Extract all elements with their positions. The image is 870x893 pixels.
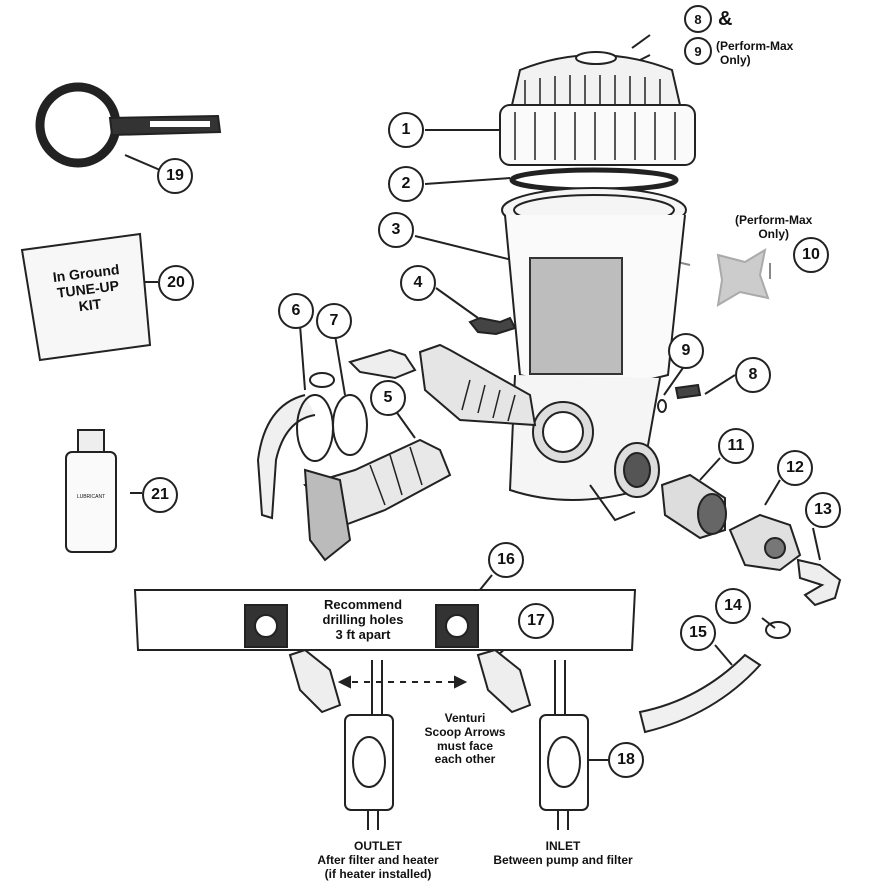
outlet-line2: After filter and heater bbox=[317, 852, 439, 867]
venturi-line2: Scoop Arrows bbox=[424, 724, 506, 739]
venturi-line3: must face bbox=[436, 738, 494, 753]
callout-8: 8 bbox=[735, 357, 771, 393]
top-note: (Perform-Max Only) bbox=[716, 39, 794, 68]
top-note-line1: (Perform-Max bbox=[716, 39, 794, 53]
callout-21: 21 bbox=[142, 477, 178, 513]
inlet-line1: INLET bbox=[545, 839, 581, 853]
callout-15: 15 bbox=[680, 615, 716, 651]
top-note-line2: Only) bbox=[720, 52, 751, 67]
callout-8-top: 8 bbox=[684, 5, 712, 33]
venturi-note: Venturi Scoop Arrows must face each othe… bbox=[410, 711, 520, 767]
callout-7: 7 bbox=[316, 303, 352, 339]
callout-6: 6 bbox=[278, 293, 314, 329]
venturi-line4: each other bbox=[434, 752, 496, 767]
callout-19: 19 bbox=[157, 158, 193, 194]
ampersand: & bbox=[718, 8, 733, 30]
inlet-line2: Between pump and filter bbox=[493, 852, 633, 867]
callout-10: 10 bbox=[793, 237, 829, 273]
callout-1: 1 bbox=[388, 112, 424, 148]
callout-2: 2 bbox=[388, 166, 424, 202]
callout-9: 9 bbox=[668, 333, 704, 369]
inlet-label: INLET Between pump and filter bbox=[478, 839, 648, 868]
recommend-line3: 3 ft apart bbox=[335, 626, 391, 642]
callout-20: 20 bbox=[158, 265, 194, 301]
venturi-line1: Venturi bbox=[444, 711, 486, 725]
callout-11: 11 bbox=[718, 428, 754, 464]
outlet-line1: OUTLET bbox=[354, 839, 402, 853]
callout-9-top: 9 bbox=[684, 37, 712, 65]
callout-17: 17 bbox=[518, 603, 554, 639]
callout-4: 4 bbox=[400, 265, 436, 301]
outlet-label: OUTLET After filter and heater (if heate… bbox=[298, 839, 458, 881]
recommend-line1: Recommend bbox=[323, 597, 403, 612]
callout-5: 5 bbox=[370, 380, 406, 416]
callout-14: 14 bbox=[715, 588, 751, 624]
callout-18: 18 bbox=[608, 742, 644, 778]
part10-note-line2: Only) bbox=[758, 226, 790, 241]
part10-note-line1: (Perform-Max bbox=[735, 213, 813, 227]
bottle-label: LUBRICANT bbox=[76, 494, 106, 500]
outlet-line3: (if heater installed) bbox=[324, 866, 432, 881]
callout-3: 3 bbox=[378, 212, 414, 248]
recommend-note: Recommend drilling holes 3 ft apart bbox=[308, 597, 418, 643]
callout-13: 13 bbox=[805, 492, 841, 528]
part10-note: (Perform-Max Only) bbox=[735, 213, 813, 242]
recommend-line2: drilling holes bbox=[322, 611, 404, 627]
callout-12: 12 bbox=[777, 450, 813, 486]
callout-16: 16 bbox=[488, 542, 524, 578]
